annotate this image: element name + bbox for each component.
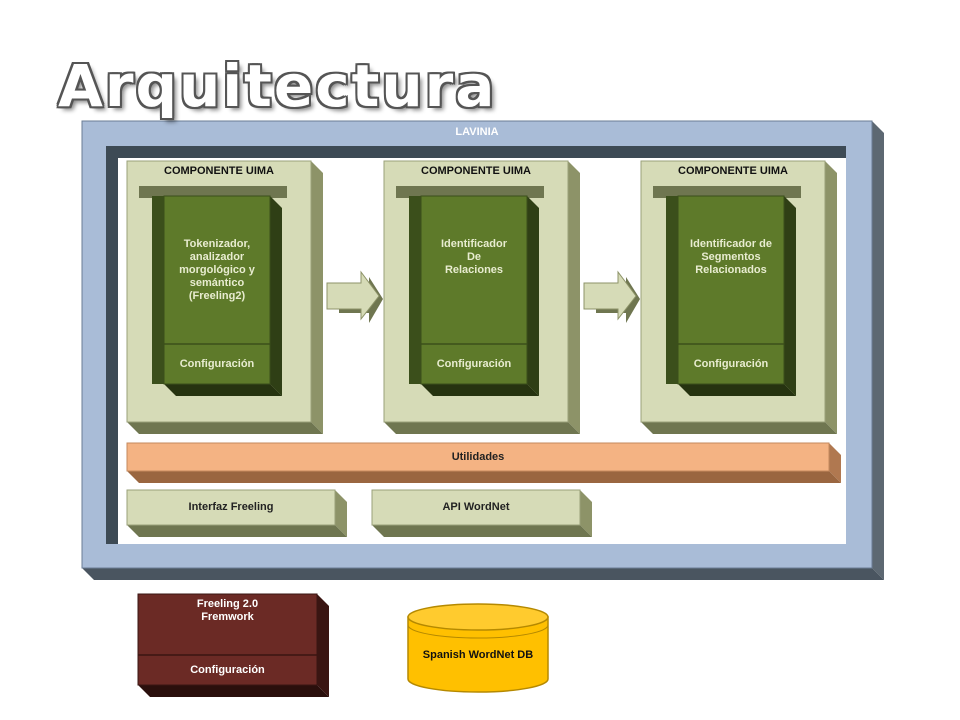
component-header-3: COMPONENTE UIMA	[678, 165, 788, 177]
arrow-icon-2	[583, 270, 640, 323]
component-line: Identificador de	[690, 237, 772, 250]
config-label-3: Configuración	[693, 357, 769, 370]
inner-box-3	[666, 195, 796, 396]
api-wordnet-label: API WordNet	[442, 501, 510, 513]
component-text-1: Tokenizador, analizador morgológico y se…	[164, 196, 270, 344]
inner-box-2	[409, 195, 539, 396]
component-line: Relacionados	[695, 263, 767, 276]
component-header-1: COMPONENTE UIMA	[164, 165, 274, 177]
component-line: De	[466, 250, 482, 263]
freeling-line: Freeling 2.0	[196, 598, 259, 610]
utilidades-label: Utilidades	[451, 450, 505, 463]
database-label: Spanish WordNet DB	[422, 648, 534, 661]
lavinia-label: LAVINIA	[455, 126, 499, 138]
interfaz-freeling-box	[126, 489, 347, 537]
freeling-box	[137, 593, 329, 697]
component-line: morgológico y	[179, 263, 255, 276]
database-icon	[407, 603, 549, 693]
component-header-2: COMPONENTE UIMA	[421, 165, 531, 177]
config-label-1: Configuración	[179, 357, 255, 370]
component-line: semántico	[189, 276, 245, 289]
freeling-title: Freeling 2.0 Fremwork	[138, 598, 317, 638]
component-line: (Freeling2)	[188, 289, 246, 302]
freeling-line: Fremwork	[201, 611, 254, 623]
api-wordnet-box	[371, 489, 592, 537]
page-title: Arquitectura	[58, 52, 497, 120]
freeling-config-label: Configuración	[190, 663, 265, 676]
interfaz-freeling-label: Interfaz Freeling	[188, 501, 274, 513]
inner-box-1	[152, 195, 282, 396]
config-label-2: Configuración	[436, 357, 512, 370]
component-line: Relaciones	[444, 263, 504, 276]
component-line: Identificador	[440, 237, 507, 250]
component-line: analizador	[189, 250, 245, 263]
component-text-3: Identificador de Segmentos Relacionados	[678, 196, 784, 344]
utilidades-bar	[126, 442, 841, 483]
component-text-2: Identificador De Relaciones	[421, 196, 527, 344]
component-line: Tokenizador,	[183, 237, 251, 250]
arrow-icon-1	[326, 270, 383, 323]
component-line: Segmentos	[701, 250, 761, 263]
